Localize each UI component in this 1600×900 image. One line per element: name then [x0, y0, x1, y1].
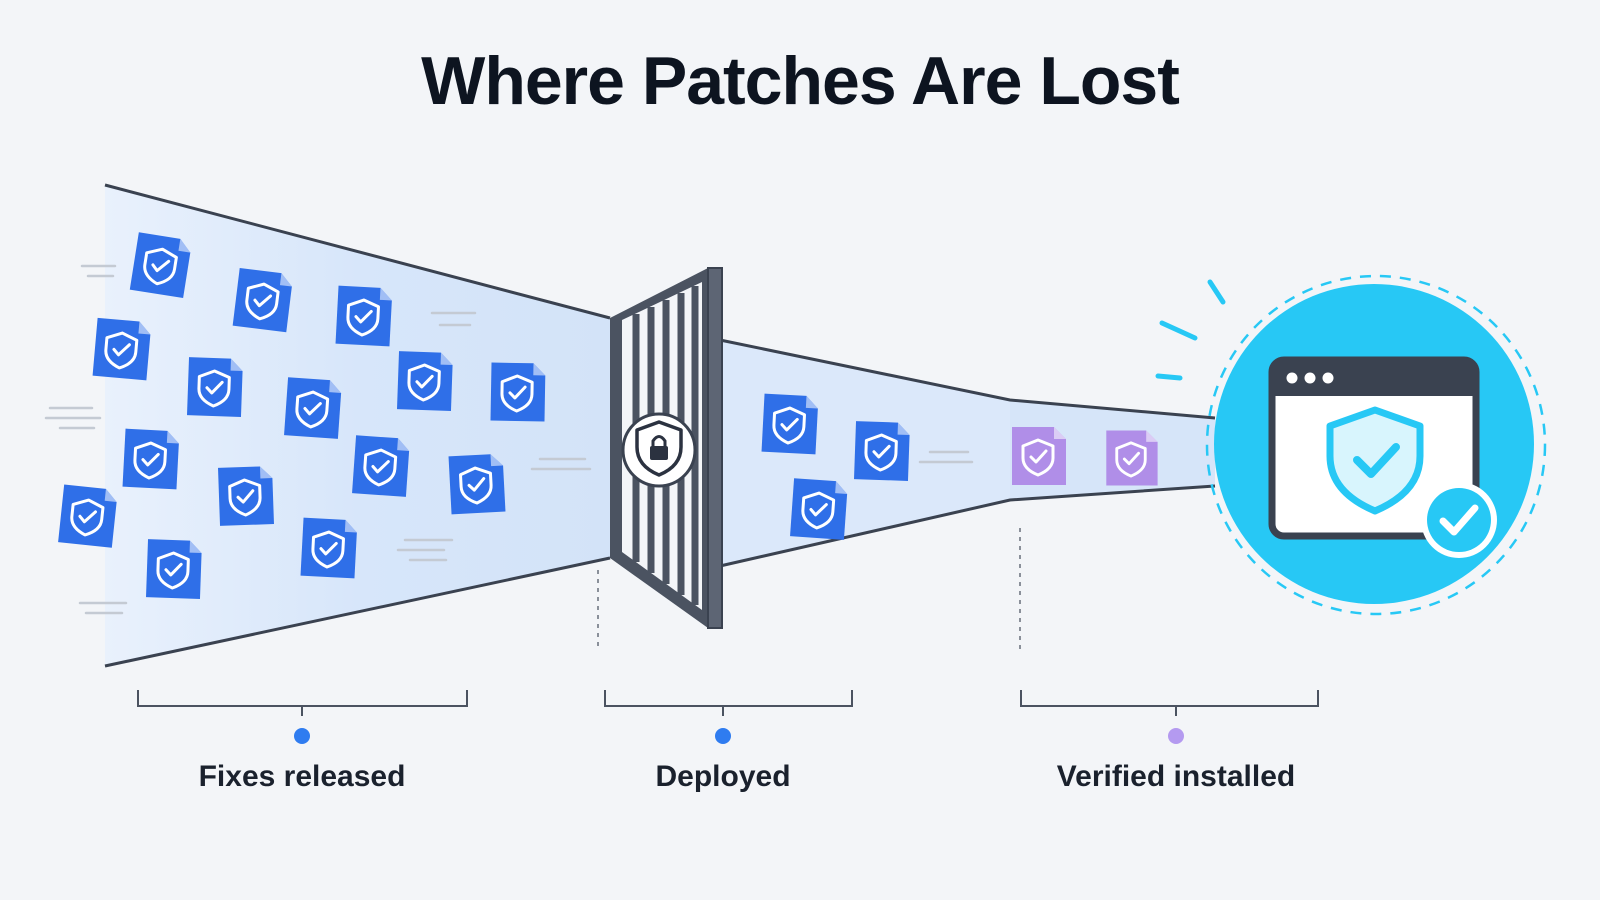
patch-icon — [1104, 429, 1160, 487]
patch-icon — [185, 355, 245, 419]
shield-lock-icon — [635, 420, 683, 477]
stage-dividers — [597, 528, 1021, 650]
stage-dot-released — [294, 728, 310, 744]
stage-dot-verified — [1168, 728, 1184, 744]
patch-icon — [788, 476, 850, 542]
checkmark-badge-icon — [1421, 482, 1497, 558]
sparkle-lines — [1155, 279, 1226, 381]
bracket-deployed — [604, 690, 853, 716]
funnel-outline-bottom — [104, 484, 1216, 668]
patch-icon — [299, 516, 359, 580]
patch-icon — [488, 361, 548, 423]
patch-icon — [144, 537, 204, 601]
stage-label-deployed: Deployed — [655, 760, 791, 793]
motion-lines — [44, 264, 974, 615]
stage-brackets — [137, 690, 1319, 716]
patch-icon — [334, 284, 394, 348]
patch-icon — [56, 482, 120, 550]
dashed-ring — [1205, 274, 1547, 616]
browser-window-shield-check-icon — [1268, 356, 1480, 540]
patch-icon — [852, 419, 912, 483]
patch-icon — [350, 433, 412, 499]
stage-label-verified: Verified installed — [1056, 760, 1296, 793]
funnel-outline-top — [104, 183, 1216, 420]
gate-icon — [610, 267, 723, 629]
bracket-released — [137, 690, 468, 716]
patch-icon — [1010, 425, 1068, 487]
funnel-section-released — [105, 185, 610, 666]
verified-result — [1155, 274, 1547, 616]
page-title: Where Patches Are Lost — [421, 43, 1180, 119]
patch-icon — [121, 427, 181, 491]
stage-dot-deployed — [715, 728, 731, 744]
patch-icon — [282, 375, 344, 441]
patch-icon — [447, 452, 507, 516]
patch-icon — [395, 349, 455, 413]
stage-label-released: Fixes released — [198, 760, 406, 793]
bracket-verified — [1020, 690, 1319, 716]
patch-icon — [91, 316, 153, 382]
patch-icon — [760, 392, 820, 456]
patch-icon — [216, 464, 276, 528]
patch-icon — [231, 266, 295, 334]
